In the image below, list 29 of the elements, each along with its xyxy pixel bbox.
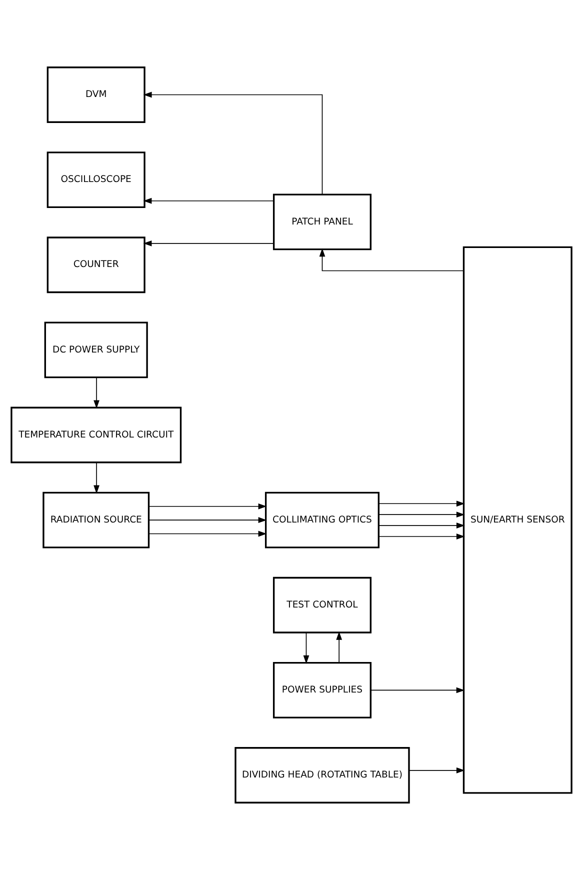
node-box: POWER SUPPLIES — [272, 662, 372, 718]
arrow — [378, 522, 465, 528]
node-box: DIVIDING HEAD (ROTATING TABLE) — [234, 747, 410, 804]
arrow — [148, 530, 267, 537]
arrow — [143, 92, 323, 195]
arrow — [370, 687, 465, 694]
arrow — [336, 631, 342, 664]
arrow — [148, 517, 267, 524]
node-box: OSCILLOSCOPE — [46, 152, 146, 208]
arrow — [378, 512, 465, 518]
arrow — [143, 240, 274, 246]
arrow — [143, 198, 274, 204]
arrow — [94, 462, 100, 494]
arrow — [94, 376, 100, 409]
node-box: TEST CONTROL — [272, 576, 372, 634]
arrow — [303, 632, 310, 664]
arrow — [148, 503, 267, 510]
node-box: DC POWER SUPPLY — [44, 322, 148, 378]
node-box: COUNTER — [46, 236, 146, 294]
arrow — [378, 500, 465, 507]
node-box: DVM — [46, 66, 146, 123]
node-box: PATCH PANEL — [272, 194, 372, 250]
node-box: TEMPERATURE CONTROL CIRCUIT — [10, 406, 182, 464]
node-box: RADIATION SOURCE — [42, 492, 150, 548]
arrow — [408, 767, 465, 774]
node-box: COLLIMATING OPTICS — [264, 492, 380, 548]
node-box: SUN/EARTH SENSOR — [462, 246, 572, 794]
arrow — [378, 534, 465, 540]
arrow — [319, 248, 464, 272]
